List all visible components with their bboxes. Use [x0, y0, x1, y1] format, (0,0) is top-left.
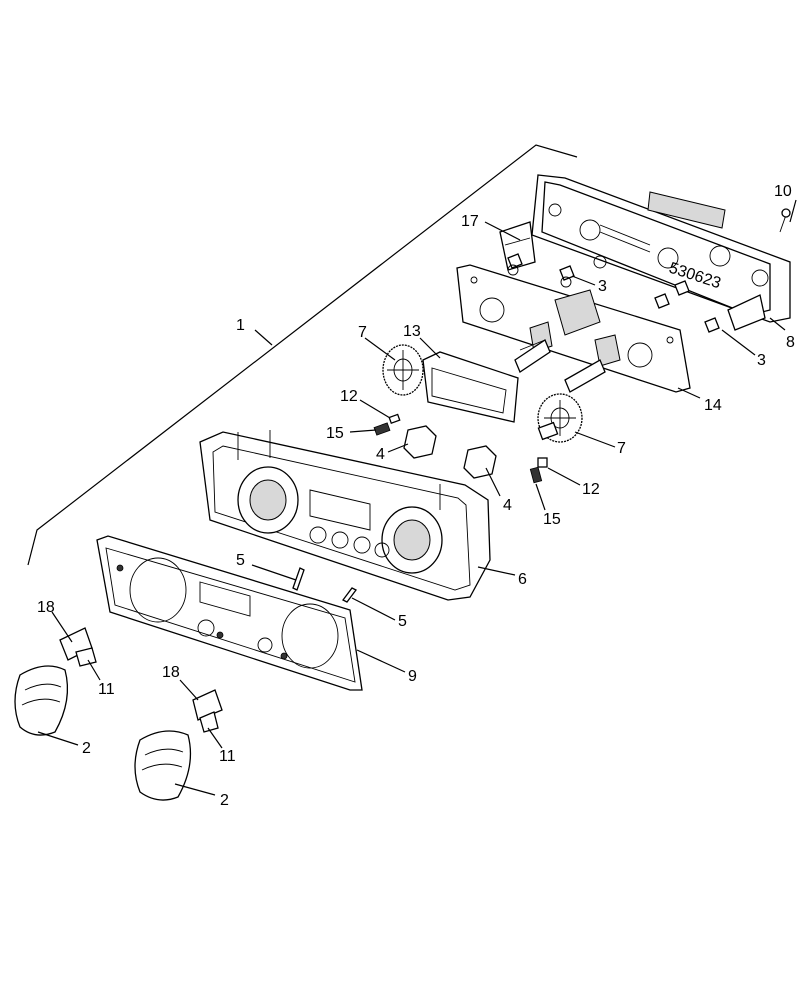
pin-12-lower — [537, 457, 548, 468]
rod-5-right — [342, 587, 357, 603]
callout-2-upper: 2 — [82, 740, 91, 757]
circuit-board — [456, 264, 691, 393]
bulb-3-mid — [559, 265, 575, 288]
callout-13: 13 — [403, 323, 421, 340]
bulb-3-right — [654, 280, 720, 333]
display-13 — [422, 351, 519, 423]
bulb-3-left — [507, 253, 523, 276]
callout-4-left: 4 — [376, 446, 385, 463]
clip-right — [727, 294, 766, 331]
callout-4-right: 4 — [503, 497, 512, 514]
gear-7-lower — [537, 393, 583, 443]
callout-17: 17 — [461, 213, 479, 230]
callout-15-upper: 15 — [326, 425, 344, 442]
callout-8: 8 — [786, 334, 795, 351]
callout-5-lower: 5 — [398, 613, 407, 630]
callout-15-lower: 15 — [543, 511, 561, 528]
rod-5-left — [292, 567, 305, 591]
callout-12-lower: 12 — [582, 481, 600, 498]
callout-11-upper: 11 — [98, 681, 115, 698]
callout-12-upper: 12 — [340, 388, 358, 405]
callout-10: 10 — [774, 183, 792, 200]
spring-15-lower — [529, 466, 543, 484]
pin-12-upper — [388, 413, 401, 425]
button-4-upper — [403, 425, 437, 459]
callout-2-lower: 2 — [220, 792, 229, 809]
rear-housing: 530623 — [531, 174, 791, 323]
callout-7-upper: 7 — [358, 324, 367, 341]
callout-1: 1 — [236, 317, 245, 334]
knob-2-upper — [14, 665, 69, 736]
callout-18-upper: 18 — [37, 599, 55, 616]
leader-lines — [37, 199, 797, 796]
callout-9: 9 — [408, 668, 417, 685]
gear-7-upper — [382, 344, 424, 396]
callout-5-upper: 5 — [236, 552, 245, 569]
front-frame — [199, 430, 491, 601]
front-bezel — [96, 535, 363, 691]
spring-15-upper — [373, 422, 391, 436]
button-4-lower — [463, 445, 497, 479]
clip-18-lower — [192, 689, 223, 733]
callout-14: 14 — [704, 397, 722, 414]
callout-3-upper: 3 — [598, 278, 607, 295]
screw-10 — [779, 208, 791, 233]
callout-18-lower: 18 — [162, 664, 180, 681]
callout-3-lower: 3 — [757, 352, 766, 369]
knob-2-lower — [134, 730, 192, 801]
callout-11-lower: 11 — [219, 748, 236, 765]
callout-6: 6 — [518, 571, 527, 588]
callout-7-lower: 7 — [617, 440, 626, 457]
callout-labels: 1 2 2 3 3 4 4 5 5 6 7 7 8 9 10 11 11 12 … — [37, 183, 795, 809]
spindles — [514, 339, 606, 393]
clip-18-upper — [59, 627, 97, 667]
assembly-bracket — [27, 144, 578, 566]
